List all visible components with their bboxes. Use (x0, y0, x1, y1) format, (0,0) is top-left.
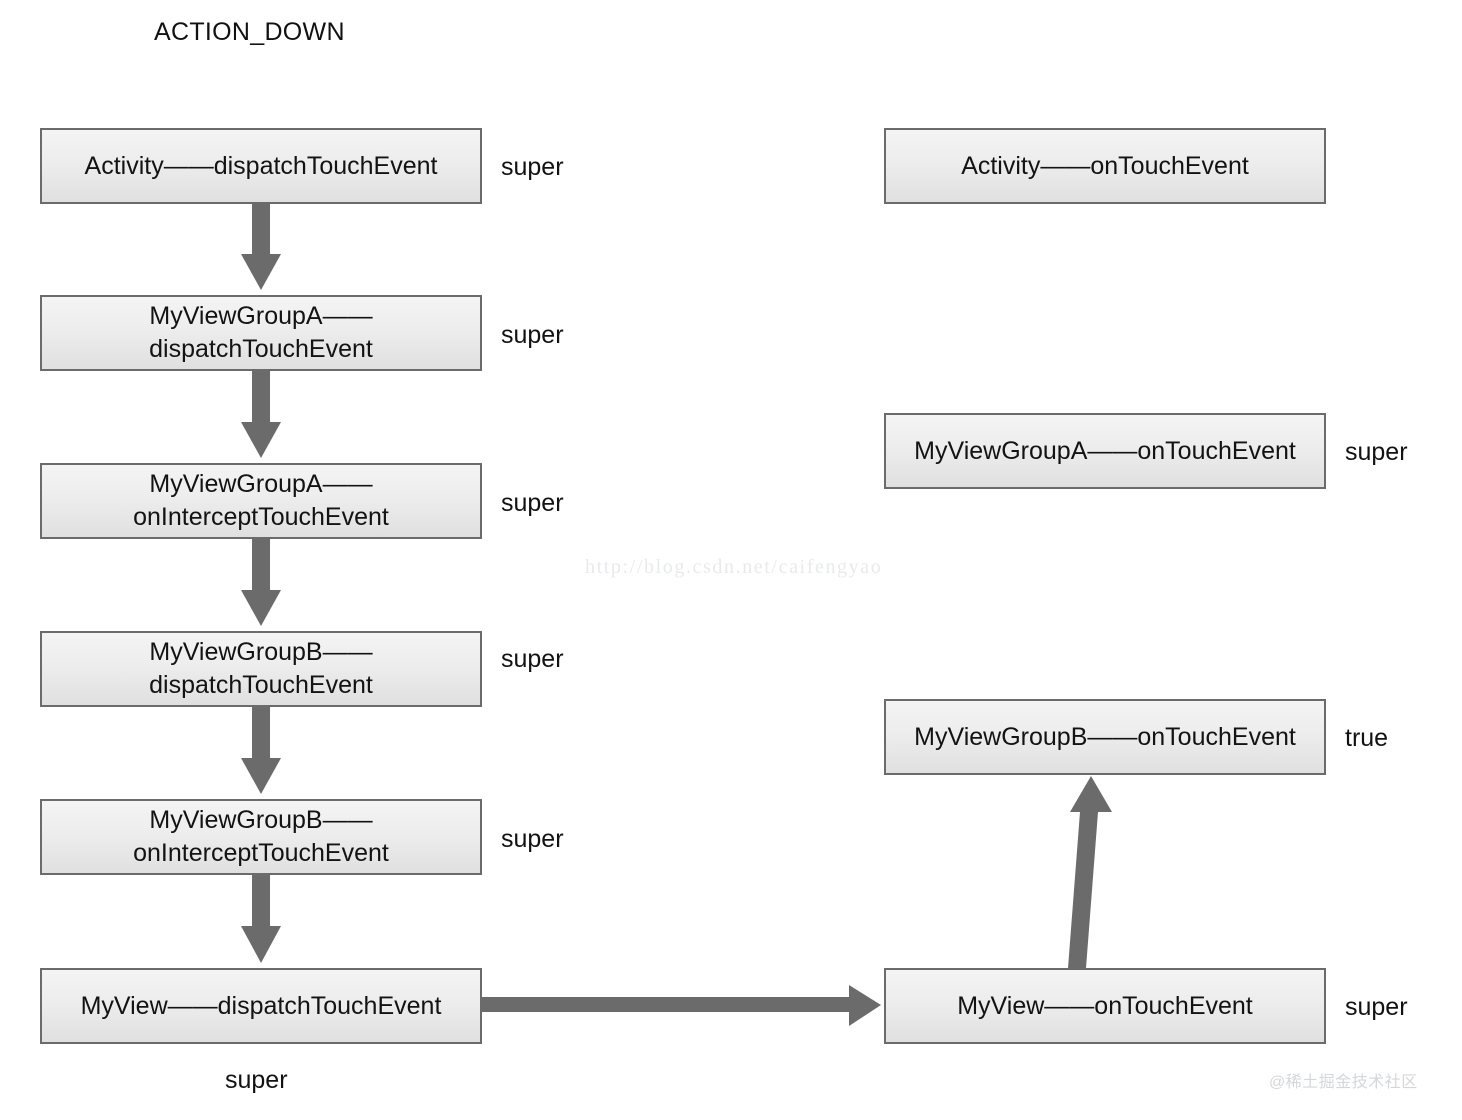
node-viewgroupa-onintercept[interactable]: MyViewGroupA—— onInterceptTouchEvent (40, 463, 482, 539)
label-super-myview-ontouch: super (1345, 993, 1408, 1021)
label-true-viewgroupb-ontouch: true (1345, 724, 1389, 752)
node-viewgroupb-ontouch[interactable]: MyViewGroupB——onTouchEvent (884, 699, 1326, 775)
arrow-viewgroupb-dispatch-to-intercept (241, 707, 281, 794)
node-myview-dispatch[interactable]: MyView——dispatchTouchEvent (40, 968, 482, 1044)
arrow-viewgroupb-intercept-to-myview (241, 875, 281, 963)
arrow-activity-to-viewgroupa-dispatch (241, 204, 281, 290)
label-super-viewgroupb-dispatch: super (501, 645, 564, 673)
label-super-activity-dispatch: super (501, 153, 564, 181)
page-title: ACTION_DOWN (154, 18, 345, 46)
arrow-myview-dispatch-to-ontouch (482, 985, 881, 1026)
node-activity-ontouch[interactable]: Activity——onTouchEvent (884, 128, 1326, 204)
label-super-myview-dispatch: super (225, 1066, 288, 1094)
watermark-url: http://blog.csdn.net/caifengyao (585, 556, 883, 578)
watermark-brand: @稀土掘金技术社区 (1269, 1074, 1418, 1091)
node-viewgroupb-onintercept[interactable]: MyViewGroupB—— onInterceptTouchEvent (40, 799, 482, 875)
arrow-myview-ontouch-to-viewgroupb (1068, 776, 1112, 968)
label-super-viewgroupa-onintercept: super (501, 489, 564, 517)
label-super-viewgroupa-ontouch: super (1345, 438, 1408, 466)
label-super-viewgroupa-dispatch: super (501, 321, 564, 349)
label-super-viewgroupb-onintercept: super (501, 825, 564, 853)
arrow-viewgroupa-intercept-to-b (241, 539, 281, 626)
arrow-viewgroupa-dispatch-to-intercept (241, 371, 281, 458)
node-myview-ontouch[interactable]: MyView——onTouchEvent (884, 968, 1326, 1044)
node-viewgroupa-dispatch[interactable]: MyViewGroupA—— dispatchTouchEvent (40, 295, 482, 371)
node-viewgroupa-ontouch[interactable]: MyViewGroupA——onTouchEvent (884, 413, 1326, 489)
node-viewgroupb-dispatch[interactable]: MyViewGroupB—— dispatchTouchEvent (40, 631, 482, 707)
node-activity-dispatch[interactable]: Activity——dispatchTouchEvent (40, 128, 482, 204)
